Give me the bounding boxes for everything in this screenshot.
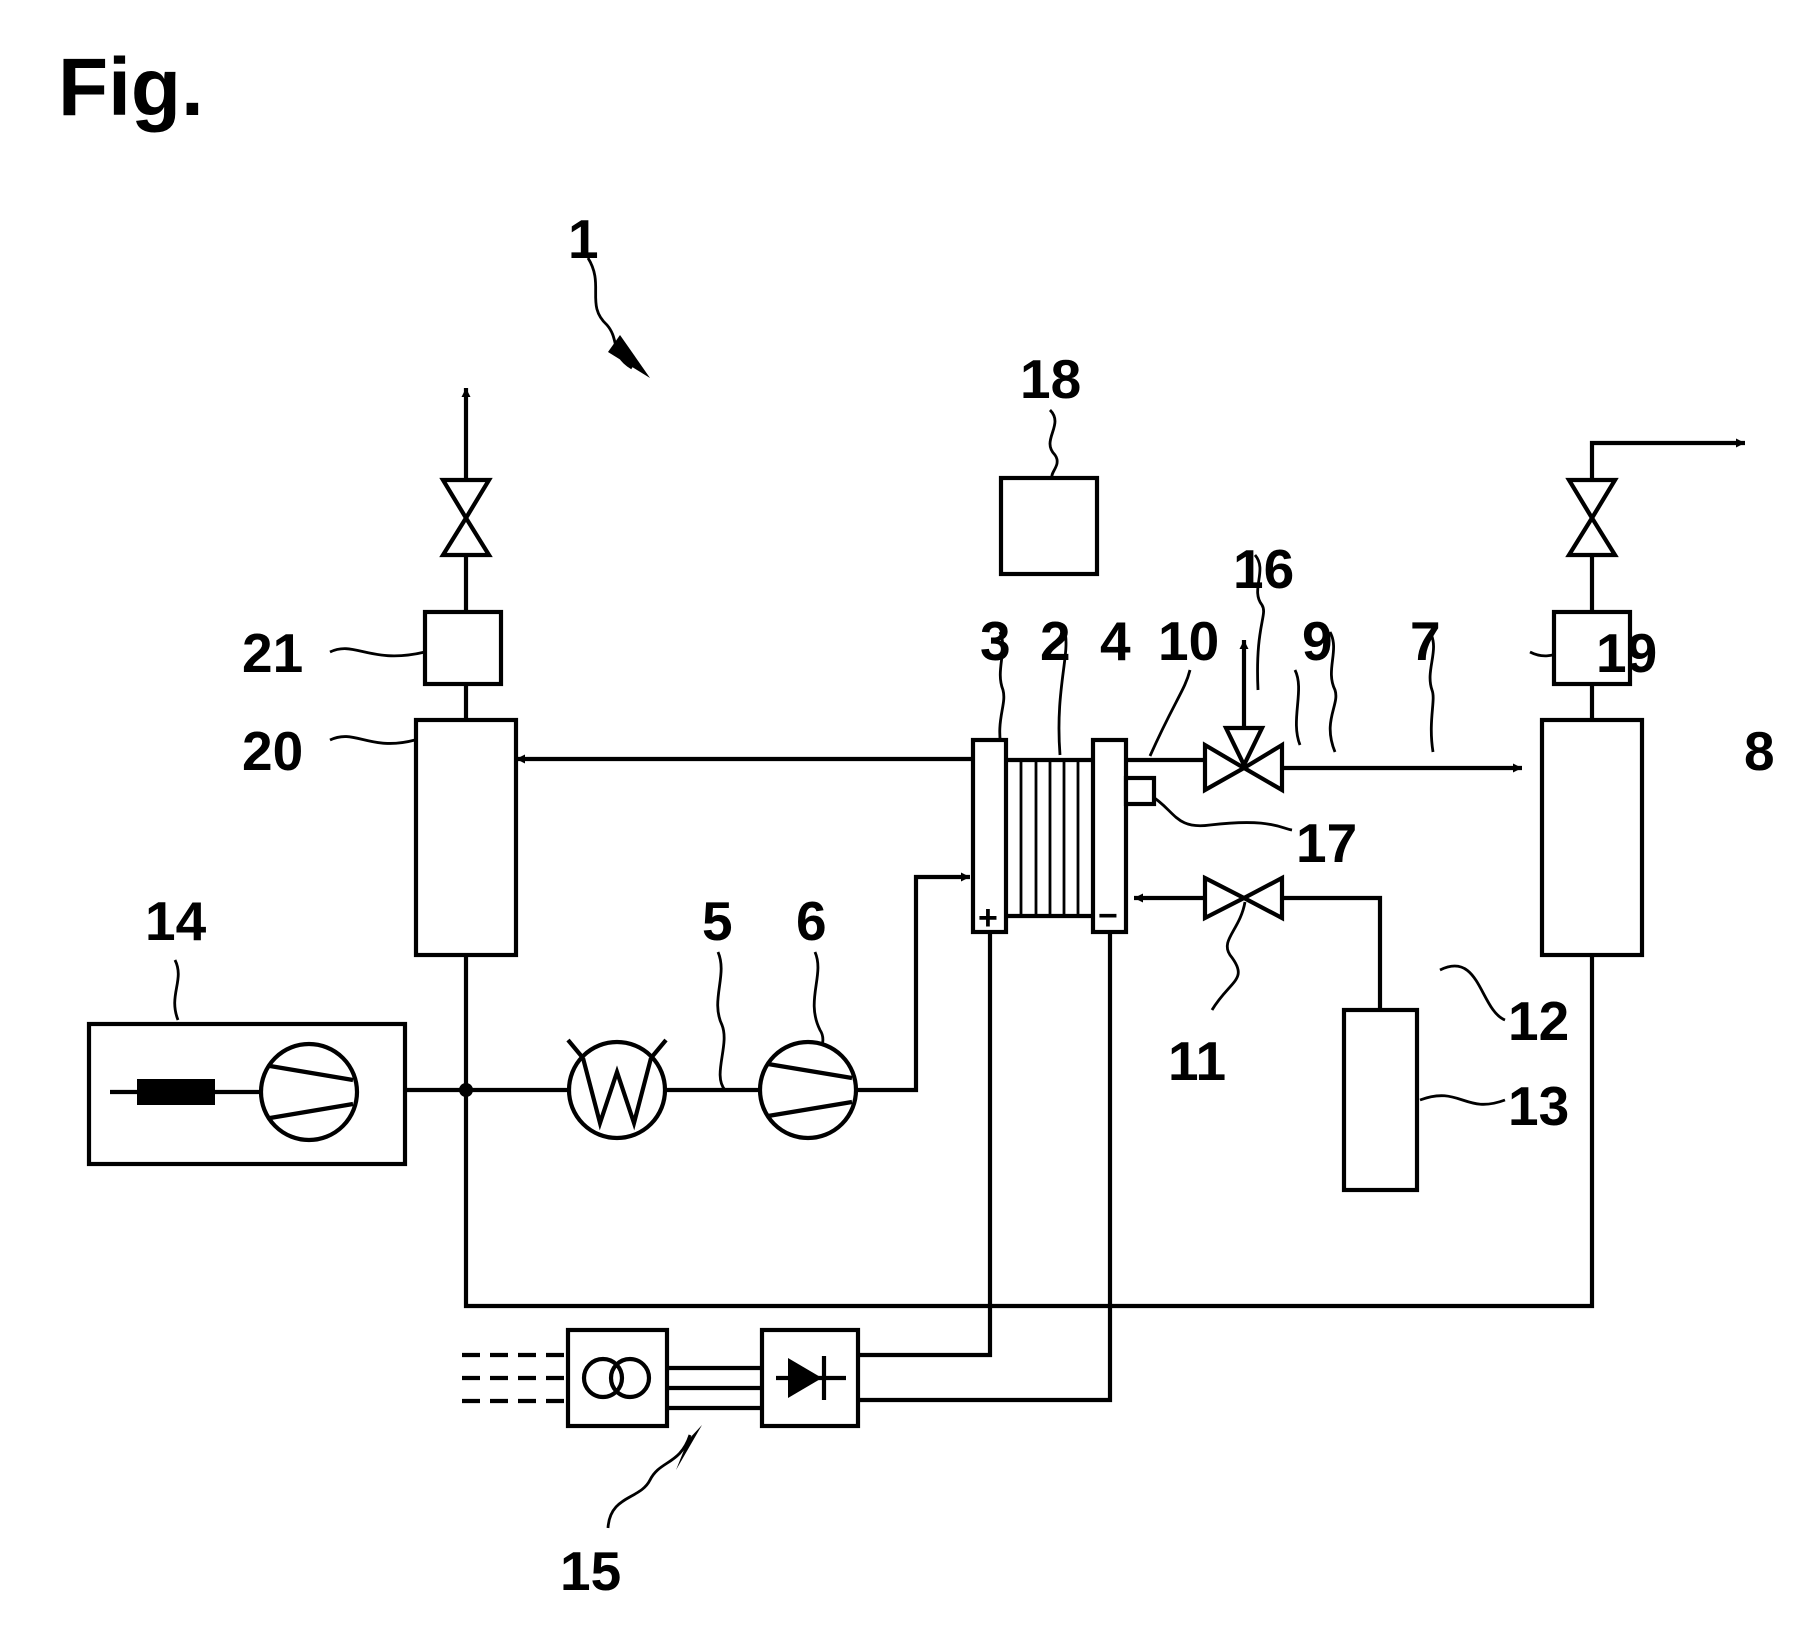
label-15: 15 (560, 1540, 621, 1602)
label-12: 12 (1508, 990, 1569, 1052)
separator-left (413, 717, 519, 958)
pump-icon (258, 1041, 360, 1143)
controller-box (998, 475, 1100, 577)
electrolysis-stack: + − (970, 737, 1157, 937)
label-7: 7 (1410, 610, 1441, 672)
valve-icon (1565, 477, 1619, 558)
label-4: 4 (1100, 610, 1131, 672)
label-10: 10 (1158, 610, 1219, 672)
motor-icon (137, 1079, 215, 1105)
plus-sign: + (978, 899, 998, 937)
rectifier-diode-icon (776, 1356, 846, 1400)
anode-plate (970, 737, 1009, 935)
label-3: 3 (980, 610, 1011, 672)
label-11: 11 (1168, 1030, 1226, 1092)
dryer-right (1551, 609, 1633, 687)
separator-right (1539, 717, 1645, 958)
label-20: 20 (242, 720, 303, 782)
valve-icon (439, 477, 493, 558)
heater-icon (566, 1038, 668, 1141)
dryer-left (422, 609, 504, 687)
figure-title: Fig. (58, 42, 204, 133)
minus-sign: − (1098, 897, 1118, 935)
label-17: 17 (1296, 812, 1357, 874)
label-21: 21 (242, 622, 303, 684)
valve-icon (1202, 874, 1285, 922)
three-way-valve (1202, 725, 1285, 794)
junction-node (459, 1083, 473, 1097)
label-6: 6 (796, 890, 827, 952)
water-treatment-module (86, 1021, 408, 1167)
label-19: 19 (1596, 622, 1657, 684)
cathode-plate (1090, 737, 1129, 935)
transformer-icon (581, 1356, 652, 1400)
label-9: 9 (1302, 610, 1333, 672)
reference-labels: 1 18 16 21 20 19 8 3 2 4 10 9 7 17 14 5 … (145, 208, 1775, 1602)
label-1: 1 (568, 208, 599, 270)
label-16: 16 (1233, 538, 1294, 600)
label-18: 18 (1020, 348, 1081, 410)
label-14: 14 (145, 890, 207, 952)
pump-icon (757, 1039, 859, 1141)
sensor-box (1123, 775, 1157, 807)
label-13: 13 (1508, 1075, 1569, 1137)
tank (1341, 1007, 1420, 1193)
label-5: 5 (702, 890, 733, 952)
power-supply (565, 1327, 861, 1429)
leader-lines (173, 257, 1641, 1529)
label-2: 2 (1040, 610, 1071, 672)
piping (405, 388, 1745, 1411)
label-8: 8 (1744, 720, 1775, 782)
